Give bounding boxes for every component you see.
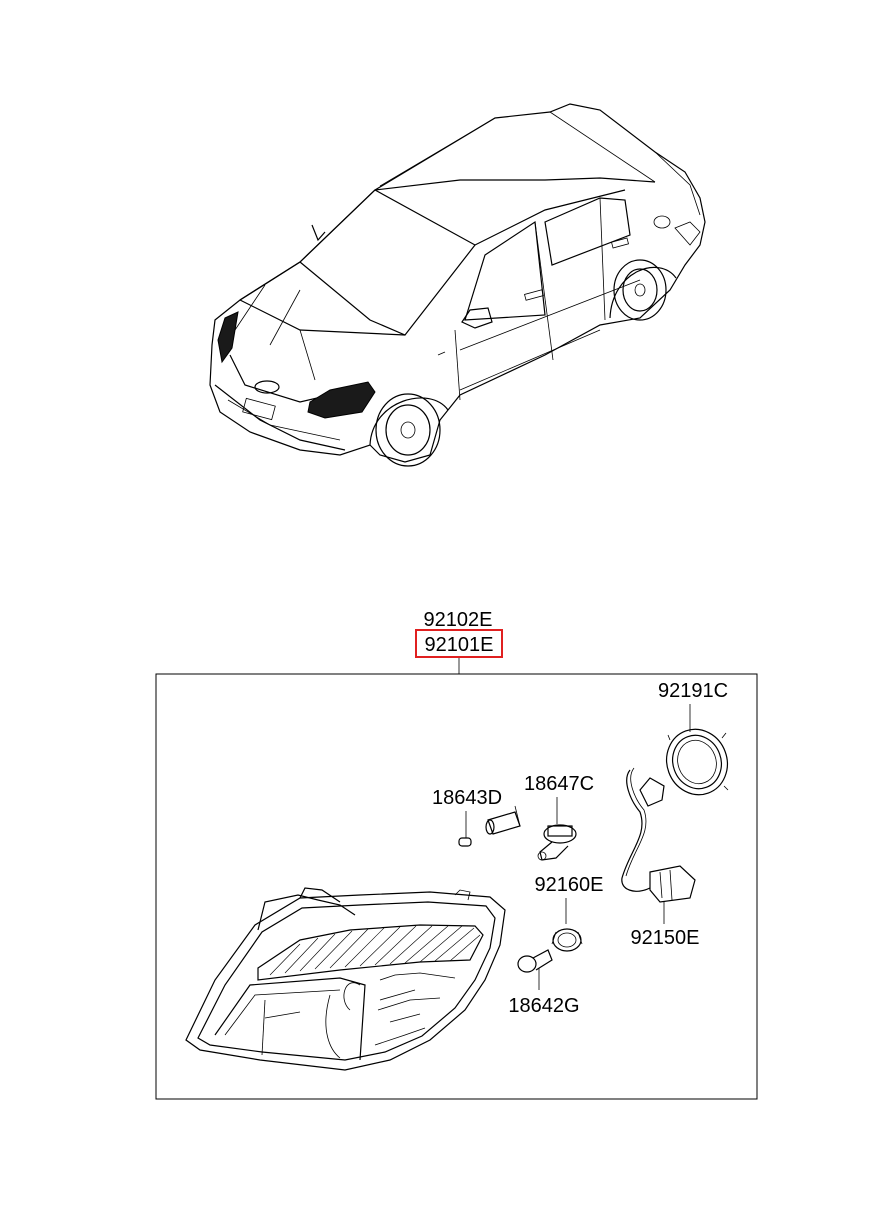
side-bulb-part bbox=[458, 805, 521, 847]
retainer-ring-part bbox=[666, 728, 729, 796]
callout-92150e[interactable]: 92150E bbox=[631, 927, 700, 949]
socket-part bbox=[551, 928, 583, 952]
headlamp-assembly-part bbox=[185, 887, 506, 1071]
callout-92191c[interactable]: 92191C bbox=[658, 680, 728, 702]
callout-92101e[interactable]: 92101E bbox=[425, 634, 494, 656]
parts-frame bbox=[155, 673, 758, 1100]
turn-bulb-part bbox=[517, 949, 553, 973]
car-illustration bbox=[209, 103, 706, 467]
callout-18642g[interactable]: 18642G bbox=[508, 995, 579, 1017]
wiring-harness-part bbox=[621, 767, 696, 903]
callout-92102e: 92102E bbox=[424, 609, 493, 631]
callout-18647c[interactable]: 18647C bbox=[524, 773, 594, 795]
highlight-box bbox=[415, 629, 503, 658]
callout-92160e[interactable]: 92160E bbox=[535, 874, 604, 896]
headlamp-bulb-part bbox=[537, 824, 577, 861]
callout-18643d[interactable]: 18643D bbox=[432, 787, 502, 809]
